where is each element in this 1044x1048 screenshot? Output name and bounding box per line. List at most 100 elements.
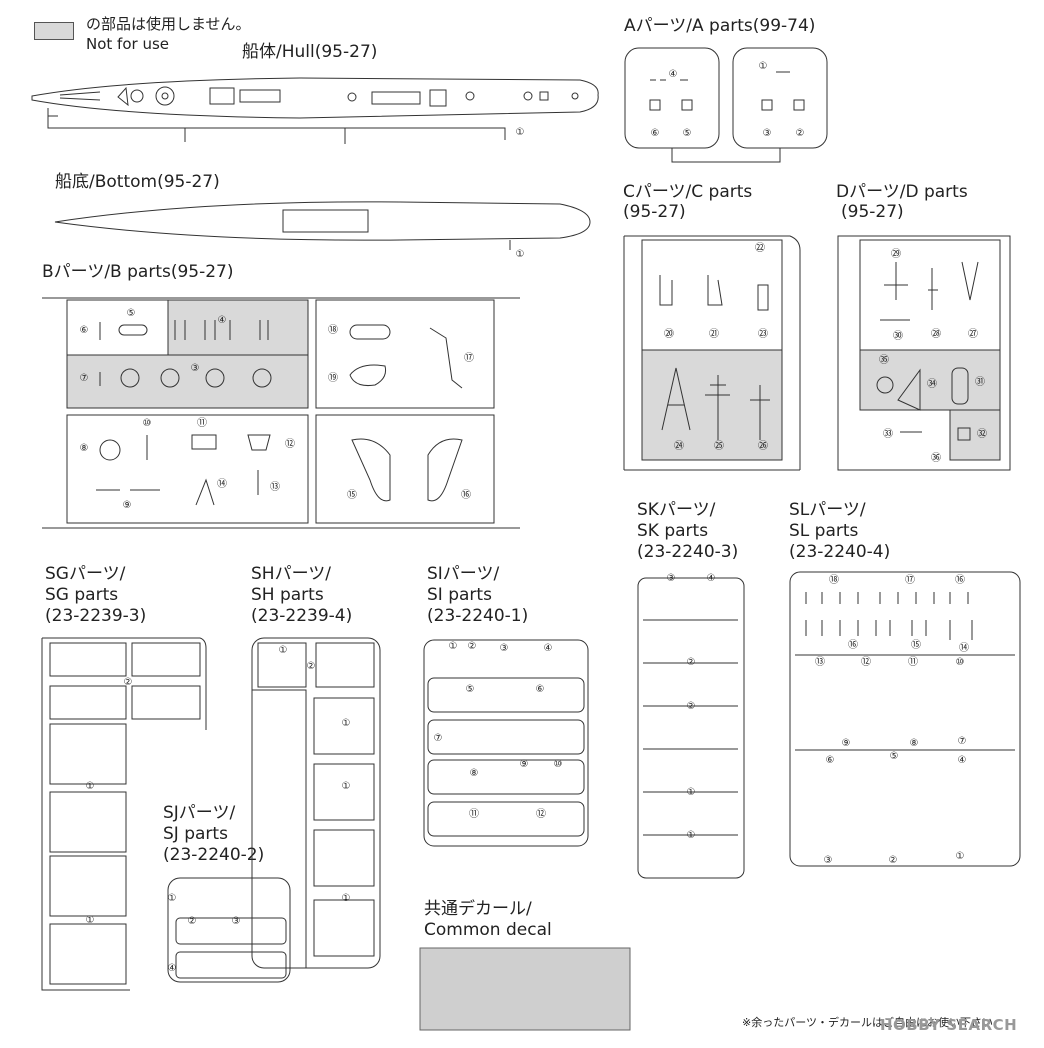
- part-number-hull-1: ①: [516, 127, 525, 138]
- part-number-b-10: ⑪: [197, 417, 207, 429]
- part-number-b-3: ⑥: [80, 325, 89, 336]
- sh-parts-sprue: [251, 637, 381, 969]
- part-number-si-11: ⑪: [469, 808, 479, 820]
- part-number-d-7: ㉛: [975, 376, 985, 388]
- part-number-sl-16: ④: [958, 755, 967, 766]
- footer-note: ※余ったパーツ・デカールはご自由にお使い下さい: [742, 1016, 993, 1029]
- part-number-b-9: ⑩: [143, 418, 152, 429]
- part-number-sl-2: ⑰: [905, 574, 915, 586]
- sg-title-3: (23-2239-3): [45, 606, 147, 626]
- sh-title-2: SH parts: [251, 585, 324, 605]
- part-number-b-4: ⑦: [80, 373, 89, 384]
- sj-title-2: SJ parts: [163, 824, 228, 844]
- part-number-d-9: ㉜: [977, 428, 987, 440]
- sl-title-3: (23-2240-4): [789, 542, 891, 562]
- part-number-b-1: ⑤: [127, 308, 136, 319]
- sk-title-1: SKパーツ/: [637, 500, 716, 520]
- sl-title-2: SL parts: [789, 521, 859, 541]
- part-number-d-6: ㉞: [927, 378, 937, 390]
- d-parts-code: (95-27): [841, 202, 904, 222]
- si-title-3: (23-2240-1): [427, 606, 529, 626]
- part-number-sl-10: ⑩: [956, 657, 965, 668]
- part-number-sl-12: ⑧: [910, 738, 919, 749]
- part-number-sh-4: ①: [342, 781, 351, 792]
- part-number-sj-2: ②: [188, 916, 197, 927]
- part-number-sj-4: ④: [168, 963, 177, 974]
- b-parts-title: Bパーツ/B parts(95-27): [42, 262, 234, 282]
- sh-title-3: (23-2239-4): [251, 606, 353, 626]
- part-number-a-2: ②: [796, 128, 805, 139]
- c-parts-sprue: [623, 235, 801, 471]
- part-number-b-14: ⑭: [217, 478, 227, 490]
- part-number-b-12: ⑫: [285, 438, 295, 450]
- part-number-c-5: ㉔: [674, 440, 684, 452]
- part-number-d-3: ㉘: [931, 328, 941, 340]
- part-number-sh-3: ①: [342, 718, 351, 729]
- part-number-b-13: ⑨: [123, 500, 132, 511]
- part-number-sl-7: ⑬: [815, 656, 825, 668]
- part-number-b-7: ⑰: [464, 352, 474, 364]
- sk-parts-sprue: [637, 577, 745, 879]
- part-number-sl-8: ⑫: [861, 656, 871, 668]
- part-number-d-1: ㉙: [891, 248, 901, 260]
- part-number-a-4: ④: [669, 69, 678, 80]
- part-number-d-5: ㉟: [879, 354, 889, 366]
- sg-parts-sprue: [41, 637, 207, 991]
- part-number-sk-5: ①: [687, 787, 696, 798]
- not-for-use-swatch: [34, 22, 74, 40]
- part-number-si-4: ④: [544, 643, 553, 654]
- part-number-a-6: ⑥: [651, 128, 660, 139]
- part-number-si-1: ①: [449, 641, 458, 652]
- watermark: HOBBY SEARCH: [880, 1016, 1018, 1034]
- part-number-sh-1: ①: [279, 645, 288, 656]
- part-number-sk-1: ③: [667, 573, 676, 584]
- si-title-2: SI parts: [427, 585, 492, 605]
- part-number-sl-17: ③: [824, 855, 833, 866]
- si-title-1: SIパーツ/: [427, 564, 500, 584]
- part-number-sk-3: ②: [687, 657, 696, 668]
- decal-title-2: Common decal: [424, 920, 552, 940]
- part-number-sl-4: ⑯: [848, 639, 858, 651]
- part-number-sl-5: ⑮: [911, 639, 921, 651]
- part-number-si-2: ②: [468, 641, 477, 652]
- part-number-si-7: ⑦: [434, 733, 443, 744]
- part-number-d-10: ㊱: [931, 452, 941, 464]
- part-number-si-5: ⑤: [466, 684, 475, 695]
- common-decal-sheet: [419, 947, 631, 1031]
- part-number-sl-15: ⑤: [890, 751, 899, 762]
- part-number-sk-4: ②: [687, 701, 696, 712]
- part-number-b-8: ⑲: [328, 372, 338, 384]
- sk-title-3: (23-2240-3): [637, 542, 739, 562]
- part-number-sj-3: ③: [232, 916, 241, 927]
- part-number-sj-1: ①: [168, 893, 177, 904]
- decal-title-1: 共通デカール/: [424, 899, 532, 919]
- part-number-si-6: ⑥: [536, 684, 545, 695]
- part-number-b-6: ⑱: [328, 324, 338, 336]
- part-number-c-1: ㉒: [755, 242, 765, 254]
- part-number-sk-6: ①: [687, 830, 696, 841]
- sk-title-2: SK parts: [637, 521, 709, 541]
- hull-part: [31, 77, 599, 144]
- sg-title-1: SGパーツ/: [45, 564, 126, 584]
- part-number-bottom-1: ①: [516, 249, 525, 260]
- b-parts-sprue: [42, 297, 520, 529]
- part-number-sh-2: ②: [307, 661, 316, 672]
- part-number-b-15: ⑬: [270, 481, 280, 493]
- part-number-c-6: ㉕: [714, 440, 724, 452]
- part-number-sl-6: ⑭: [959, 642, 969, 654]
- sl-title-1: SLパーツ/: [789, 500, 866, 520]
- sj-title-3: (23-2240-2): [163, 845, 265, 865]
- part-number-si-8: ⑧: [470, 768, 479, 779]
- part-number-sh-5: ①: [342, 893, 351, 904]
- part-number-si-9: ⑨: [520, 759, 529, 770]
- c-parts-code: (95-27): [623, 202, 686, 222]
- part-number-sl-3: ⑯: [955, 574, 965, 586]
- part-number-si-10: ⑩: [554, 759, 563, 770]
- si-parts-sprue: [423, 639, 589, 847]
- bottom-part: [54, 201, 591, 250]
- part-number-sl-14: ⑥: [826, 755, 835, 766]
- part-number-a-5: ⑤: [683, 128, 692, 139]
- a-parts-title: Aパーツ/A parts(99-74): [624, 16, 816, 36]
- part-number-d-4: ㉗: [968, 328, 978, 340]
- part-number-c-3: ㉑: [709, 328, 719, 340]
